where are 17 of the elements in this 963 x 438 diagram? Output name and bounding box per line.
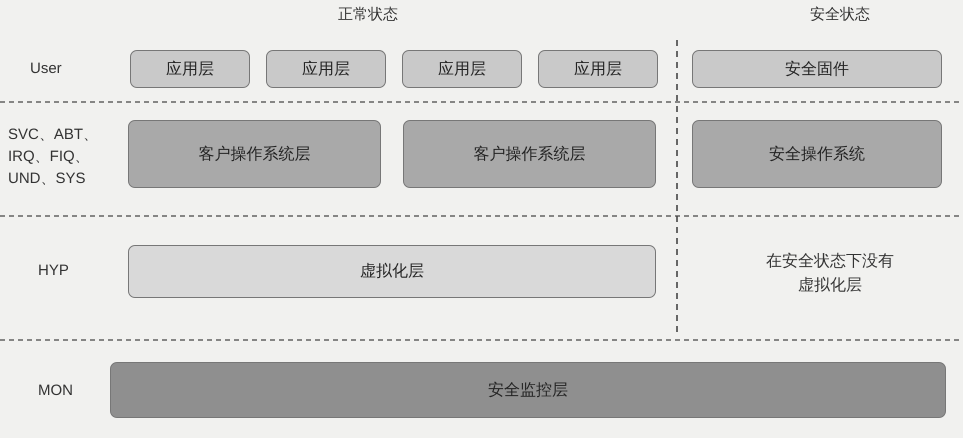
layer-box: 应用层 — [130, 50, 250, 88]
layer-box: 客户操作系统层 — [403, 120, 656, 188]
row-label: SVC、ABT、IRQ、FIQ、UND、SYS — [8, 125, 100, 189]
layer-box: 安全固件 — [692, 50, 942, 88]
row-label: HYP — [38, 261, 70, 281]
layer-box: 安全操作系统 — [692, 120, 942, 188]
layer-box: 虚拟化层 — [128, 245, 656, 298]
column-heading: 安全状态 — [809, 5, 871, 25]
layer-box: 应用层 — [266, 50, 386, 88]
row-label: User — [30, 59, 63, 79]
column-heading: 正常状态 — [337, 5, 399, 25]
layer-box: 应用层 — [538, 50, 658, 88]
row-label: MON — [38, 381, 74, 401]
layer-box: 安全监控层 — [110, 362, 946, 418]
note-text: 在安全状态下没有虚拟化层 — [765, 252, 895, 296]
layer-box: 应用层 — [402, 50, 522, 88]
layer-box: 客户操作系统层 — [128, 120, 381, 188]
